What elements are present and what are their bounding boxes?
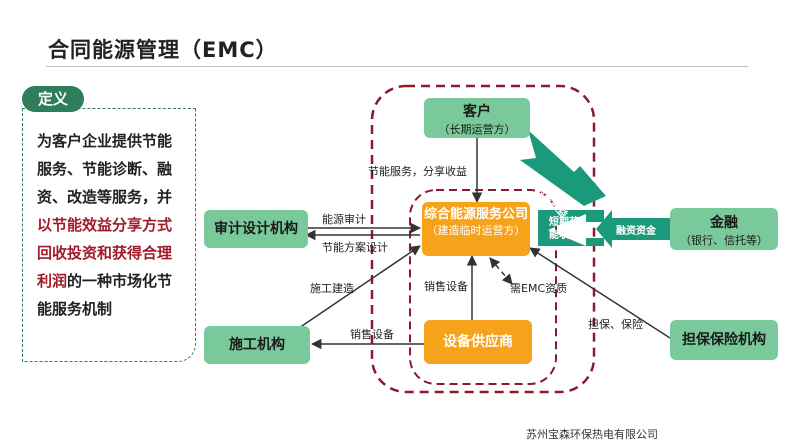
node-finance-sub: （银行、信托等）	[680, 234, 768, 247]
node-supplier: 设备供应商	[424, 320, 532, 364]
teal-arrow-long-term	[520, 130, 606, 206]
node-guarantee-title: 担保保险机构	[682, 332, 766, 348]
node-emc-sub: （建造临时运营方）	[426, 224, 526, 237]
label-construction-build: 施工建造	[310, 282, 354, 295]
label-energy-plan: 节能方案设计	[322, 241, 388, 254]
definition-text-highlight: 以节能效益分享方式回收投资和获得合理利润	[37, 216, 173, 290]
node-emc: 综合能源服务公司 （建造临时运营方）	[422, 202, 530, 256]
teal-arrow-short-term	[538, 210, 604, 246]
footer-company: 苏州宝森环保热电有限公司	[526, 428, 658, 441]
label-energy-saving-sharing: 节能服务，分享收益	[368, 165, 467, 178]
node-guarantee: 担保保险机构	[670, 320, 778, 360]
label-guarantee-insurance: 担保、保险	[588, 318, 643, 331]
outer-boundary	[370, 84, 596, 394]
definition-box: 为客户企业提供节能服务、节能诊断、融资、改造等服务，并以节能效益分享方式回收投资…	[22, 108, 196, 362]
label-sales-equipment-left: 销售设备	[350, 328, 394, 341]
node-customer-title: 客户	[463, 104, 491, 120]
node-customer: 客户 （长期运营方）	[424, 98, 530, 138]
arrow-dashed-funding	[489, 257, 513, 285]
teal-arrow-financing	[596, 210, 670, 248]
node-finance: 金融 （银行、信托等）	[670, 208, 778, 250]
label-financing: 融资资金	[616, 226, 656, 237]
node-emc-title: 综合能源服务公司	[423, 207, 528, 222]
definition-text-before: 为客户企业提供节能服务、节能诊断、融资、改造等服务，并	[37, 132, 173, 206]
inner-boundary	[409, 189, 557, 385]
page-title: 合同能源管理（EMC）	[48, 38, 278, 62]
title-divider	[46, 66, 748, 67]
node-customer-sub: （长期运营方）	[438, 123, 516, 136]
definition-tab: 定义	[22, 86, 84, 112]
node-construction-title: 施工机构	[229, 337, 285, 353]
label-energy-audit: 能源审计	[322, 213, 366, 226]
node-audit: 审计设计机构	[204, 210, 308, 248]
label-emc-funding: 需EMC资质	[510, 282, 568, 295]
node-construction: 施工机构	[204, 326, 310, 364]
label-short-term-income: 短期节能收益	[549, 217, 579, 241]
label-sales-equipment-up: 销售设备	[424, 280, 468, 293]
arrow-construction-emc	[295, 245, 421, 331]
arrow-guarantee-emc	[529, 247, 671, 339]
node-audit-title: 审计设计机构	[214, 221, 298, 237]
node-supplier-title: 设备供应商	[443, 334, 513, 350]
definition-text-after: 的一种市场化节能服务机制	[37, 272, 173, 318]
node-finance-title: 金融	[710, 215, 738, 231]
